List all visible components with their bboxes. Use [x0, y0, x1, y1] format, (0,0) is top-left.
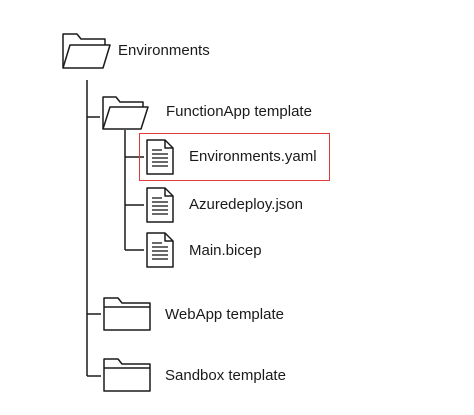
tree-node-label: Sandbox template	[165, 367, 286, 384]
tree-node-label: Azuredeploy.json	[189, 196, 303, 213]
document-icon	[146, 232, 174, 268]
folder-icon	[103, 297, 151, 331]
tree-node-label: Environments.yaml	[189, 148, 317, 165]
document-icon	[146, 139, 174, 175]
tree-node-label: Main.bicep	[189, 242, 262, 259]
tree-node-label: Environments	[118, 42, 210, 59]
tree-node-label: FunctionApp template	[166, 103, 312, 120]
folder-icon	[103, 358, 151, 392]
folder-open-icon	[102, 96, 149, 130]
tree-node-label: WebApp template	[165, 306, 284, 323]
highlight-box	[139, 133, 330, 181]
folder-open-icon	[62, 33, 111, 69]
document-icon	[146, 187, 174, 223]
